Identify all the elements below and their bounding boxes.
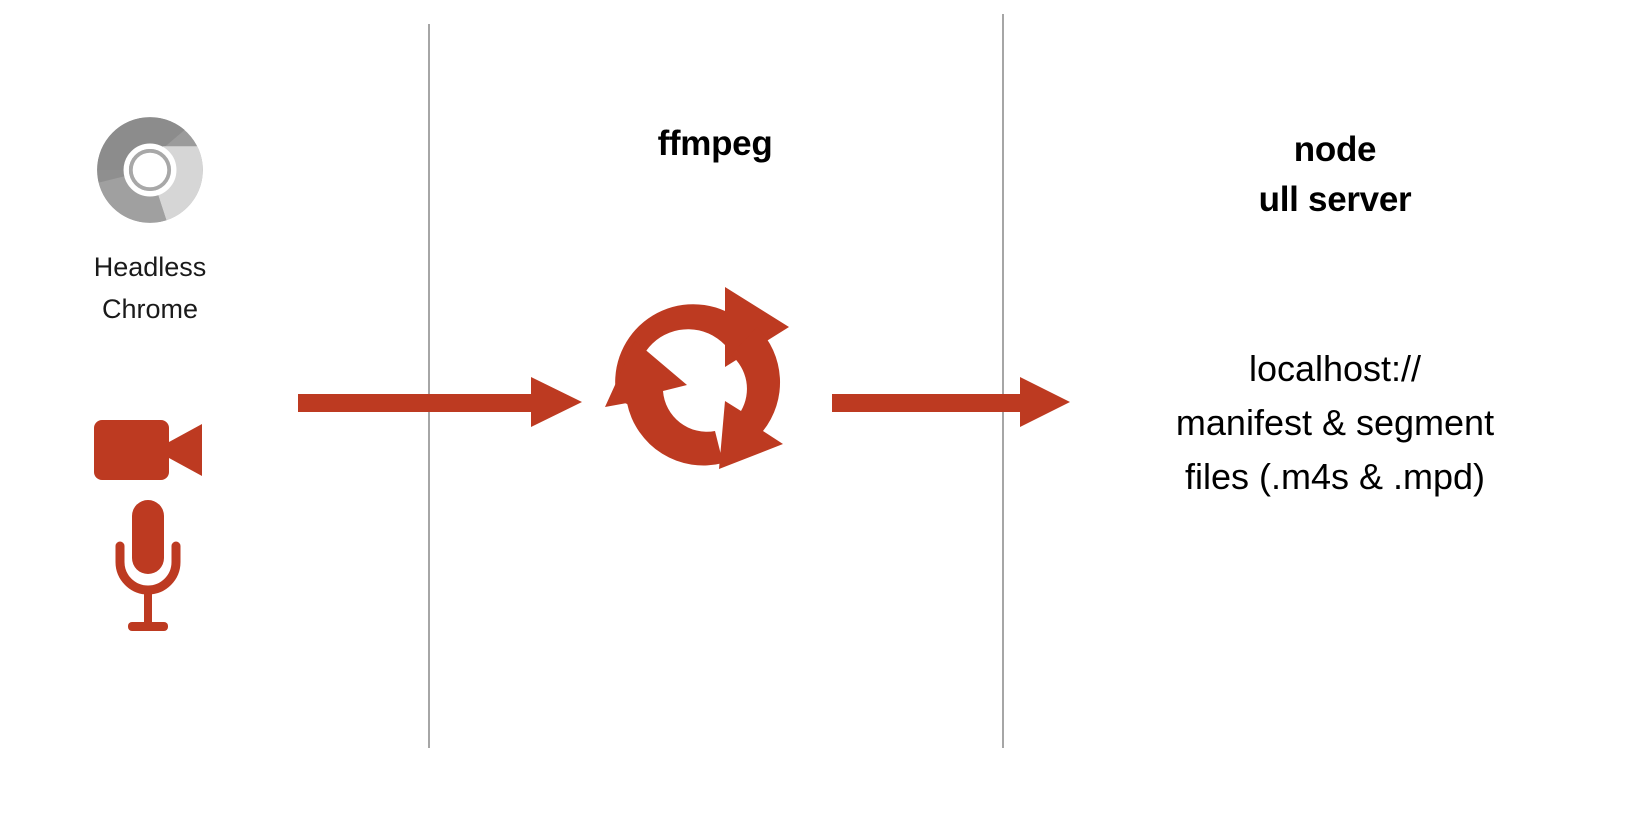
ffmpeg-title: ffmpeg bbox=[657, 124, 773, 163]
headless-chrome-label: Headless Chrome bbox=[93, 252, 207, 324]
recycle-sync-arrows-icon bbox=[603, 283, 815, 469]
column-divider-right bbox=[1002, 14, 1004, 748]
column-divider-left bbox=[428, 24, 430, 748]
arrow-source-to-ffmpeg bbox=[298, 375, 582, 429]
node-server-output-description: localhost:// manifest & segment files (.… bbox=[1175, 348, 1495, 497]
microphone-icon bbox=[108, 500, 188, 636]
video-camera-icon bbox=[94, 416, 204, 484]
arrow-ffmpeg-to-server bbox=[832, 375, 1070, 429]
node-server-title: node ull server bbox=[1258, 130, 1412, 219]
chromium-logo-icon bbox=[96, 116, 204, 224]
